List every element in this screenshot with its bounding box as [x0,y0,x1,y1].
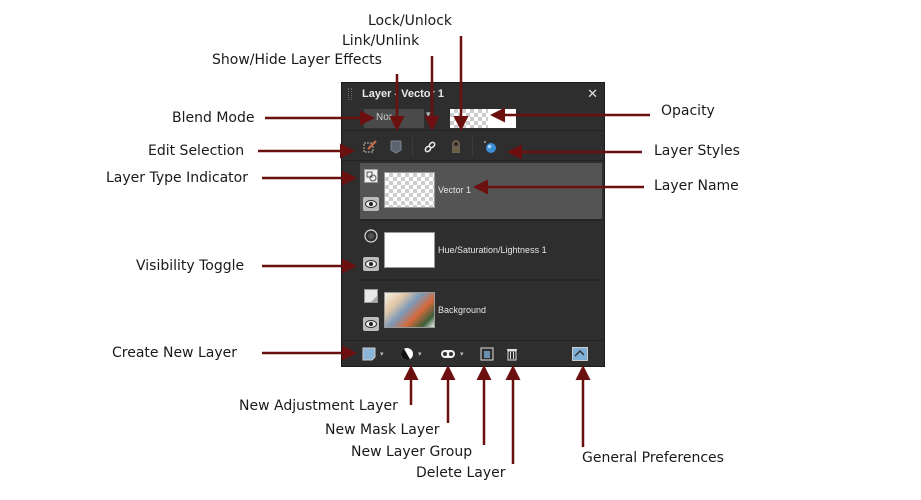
lock-icon[interactable] [448,139,464,155]
label-visibility-toggle: Visibility Toggle [136,258,245,274]
layer-name[interactable]: Background [438,305,487,315]
new-adjustment-layer-icon [401,348,413,360]
label-opacity: Opacity [661,103,715,119]
toolbar-separator [412,137,413,157]
label-edit-selection: Edit Selection [148,143,245,159]
panel-title: Layer - Vector 1 [362,88,444,100]
label-new-layer-group: New Layer Group [351,444,473,460]
chevron-down-icon[interactable]: ▾ [426,109,431,119]
panel-bottom-bar: ▾ ▾ ▾ [342,340,604,366]
label-new-mask-layer: New Mask Layer [325,422,440,438]
opacity-field[interactable] [488,109,516,128]
label-layer-styles: Layer Styles [654,143,740,159]
label-lock-unlock: Lock/Unlock [368,13,453,29]
layer-styles-icon[interactable] [482,139,498,155]
delete-layer-icon [507,349,517,361]
new-layer-group-button[interactable] [480,346,494,362]
chevron-down-icon[interactable]: ▾ [418,351,422,358]
layer-row-vector[interactable]: Vector 1 [360,163,602,221]
blend-mode-select[interactable]: Nor [364,109,424,128]
layers-list: Vector 1 Hue/Saturation/Lightness 1 Back… [360,163,602,339]
layer-effects-icon[interactable] [388,139,404,155]
new-mask-layer-icon [441,350,455,358]
new-mask-layer-button[interactable]: ▾ [440,346,464,362]
label-show-hide-effects: Show/Hide Layer Effects [212,52,382,68]
general-preferences-icon [572,347,588,361]
layer-thumbnail [384,232,435,268]
link-icon[interactable] [422,139,438,155]
drag-grip-icon[interactable] [348,88,352,100]
opacity-slider[interactable] [450,109,488,128]
label-layer-name: Layer Name [654,178,739,194]
visibility-toggle-eye-icon[interactable] [363,197,379,211]
blend-opacity-row: Nor ▾ [342,107,604,131]
label-delete-layer: Delete Layer [416,465,506,481]
label-new-adjustment-layer: New Adjustment Layer [239,398,398,414]
label-general-preferences: General Preferences [582,450,724,466]
label-link-unlink: Link/Unlink [342,33,420,49]
new-layer-icon [362,347,376,361]
panel-titlebar[interactable]: Layer - Vector 1 ✕ [342,83,604,105]
edit-selection-icon[interactable] [362,139,378,155]
new-layer-group-icon [480,347,494,361]
layer-row-hue-saturation[interactable]: Hue/Saturation/Lightness 1 [360,223,602,281]
layer-name[interactable]: Hue/Saturation/Lightness 1 [438,245,547,255]
layers-panel: Layer - Vector 1 ✕ Nor ▾ [341,82,605,367]
new-layer-button[interactable]: ▾ [362,346,384,362]
layer-name[interactable]: Vector 1 [438,185,472,195]
layer-toolbar [342,133,604,161]
layer-row-background[interactable]: Background [360,283,602,341]
label-create-new-layer: Create New Layer [112,345,237,361]
visibility-toggle-eye-icon[interactable] [363,317,379,331]
close-icon[interactable]: ✕ [587,86,598,101]
delete-layer-button[interactable] [506,346,518,362]
toolbar-separator [472,137,473,157]
chevron-down-icon[interactable]: ▾ [460,351,464,358]
visibility-toggle-eye-icon[interactable] [363,257,379,271]
raster-layer-icon [364,289,378,303]
layer-thumbnail [384,292,435,328]
adjustment-layer-icon [364,229,378,243]
new-adjustment-layer-button[interactable]: ▾ [400,346,422,362]
vector-layer-icon [364,169,378,183]
label-blend-mode: Blend Mode [172,110,255,126]
label-layer-type-indicator: Layer Type Indicator [106,170,248,186]
layer-thumbnail [384,172,435,208]
chevron-down-icon[interactable]: ▾ [380,351,384,358]
general-preferences-button[interactable] [572,346,588,362]
